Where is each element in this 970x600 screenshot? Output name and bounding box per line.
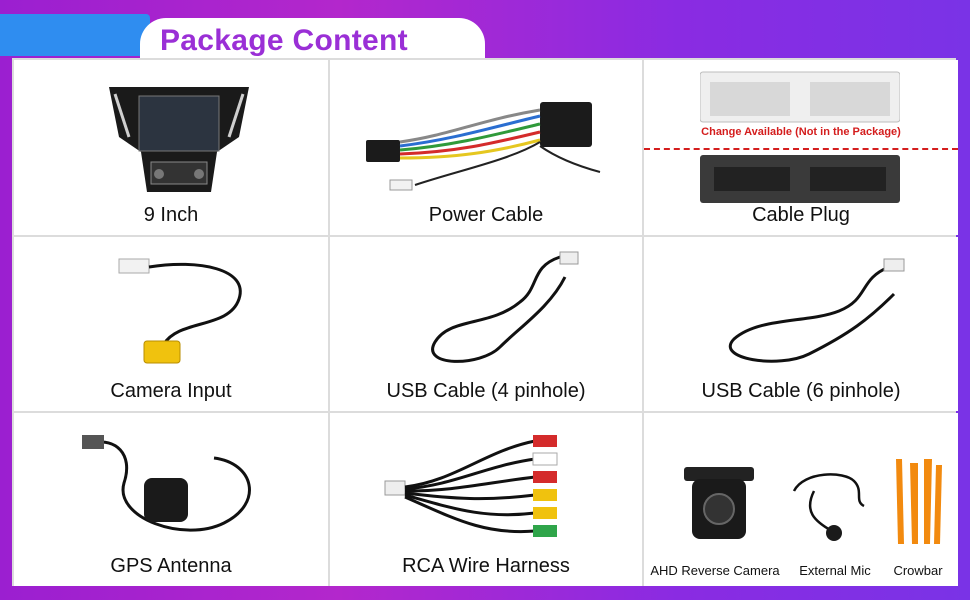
item-label: RCA Wire Harness [402,555,570,577]
usb-cable-4-icon [431,251,579,363]
change-note: Change Available (Not in the Package) [701,126,901,138]
camera-input-cable-icon [118,258,242,364]
divider-dashed [644,148,958,150]
power-cable-icon [366,102,601,191]
usb-cable-6-icon [729,258,905,363]
reverse-camera-icon [684,467,754,539]
item-label: GPS Antenna [110,555,232,577]
gps-antenna-icon [82,435,251,532]
rca-harness-icon [384,435,558,537]
external-mic-icon [792,473,865,541]
item-label: Crowbar [893,563,943,578]
item-9-inch: 9 Inch [14,60,328,235]
crowbar-icon [896,459,942,544]
item-label: Cable Plug [752,204,850,226]
white-plug-icon [700,71,900,123]
item-gps-antenna: GPS Antenna [14,413,328,586]
item-label: External Mic [799,563,871,578]
item-rca-wire-harness: RCA Wire Harness [330,413,642,586]
item-label: Camera Input [110,380,232,402]
item-label: AHD Reverse Camera [650,563,780,578]
item-power-cable: Power Cable [330,60,642,235]
item-usb-4-pinhole: USB Cable (4 pinhole) [330,237,642,411]
title-tab: Package Content [140,18,485,62]
black-plug-icon [700,155,900,203]
item-label: Power Cable [428,204,544,226]
header-blue-tab [0,14,150,56]
item-cable-plug: Change Available (Not in the Package) Ca… [644,60,958,235]
package-grid: 9 Inch Power Cable Change Available (Not… [12,58,958,586]
item-label: USB Cable (6 pinhole) [701,380,901,402]
item-usb-6-pinhole: USB Cable (6 pinhole) [644,237,958,411]
item-label: USB Cable (4 pinhole) [386,380,586,402]
item-camera-input: Camera Input [14,237,328,411]
page-title: Package Content [160,24,408,57]
item-accessories: AHD Reverse Camera External Mic Crowbar [644,413,958,586]
head-unit-icon [109,87,249,192]
item-label: 9 Inch [143,204,199,226]
